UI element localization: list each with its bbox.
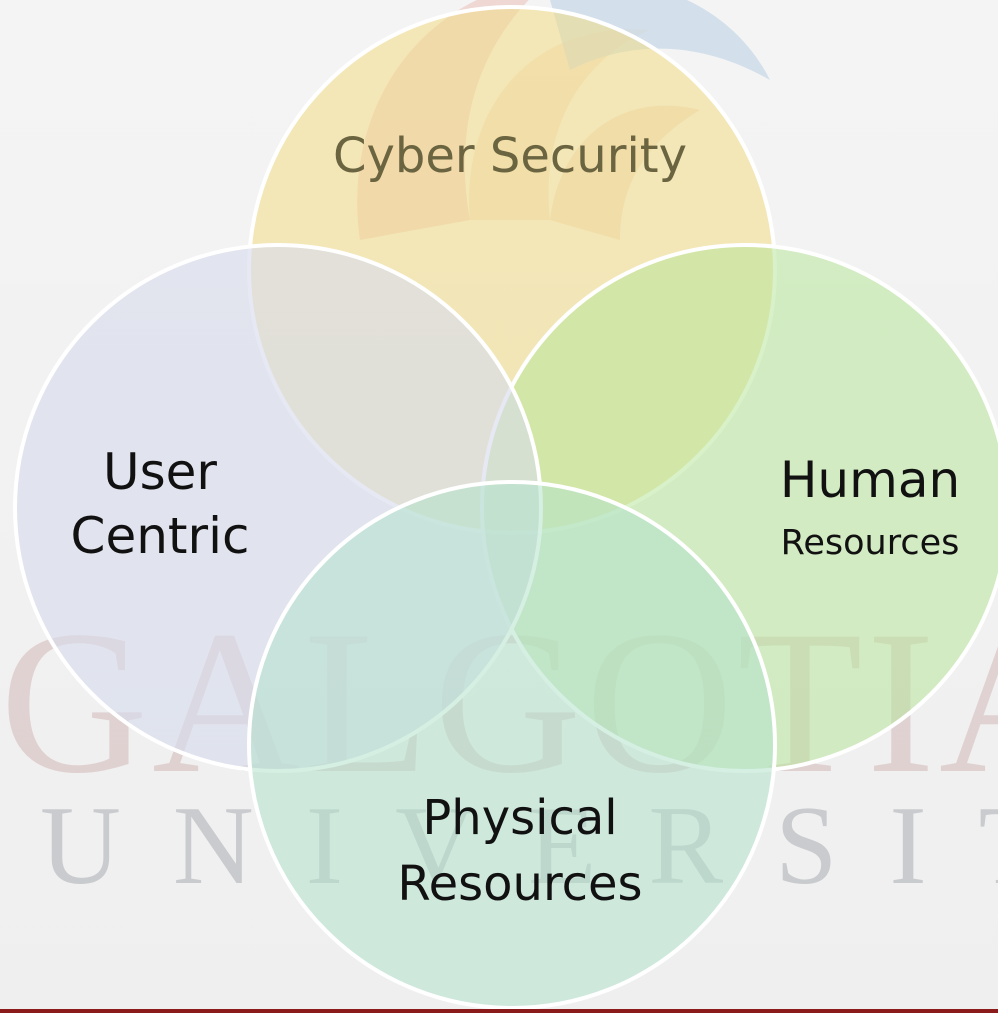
label-physical-line2: Resources xyxy=(397,856,643,912)
bottom-accent-rule xyxy=(0,1009,998,1013)
label-human-resources-sub: Resources xyxy=(780,523,960,563)
label-user-centric: User Centric xyxy=(30,440,290,568)
label-user-centric-line2: Centric xyxy=(70,507,250,565)
label-user-centric-line1: User xyxy=(103,443,217,501)
label-physical-resources: Physical Resources xyxy=(360,785,680,917)
label-physical-line1: Physical xyxy=(422,790,618,846)
circle-physical-resources xyxy=(247,480,777,1010)
label-human: Human xyxy=(779,451,961,509)
label-cyber-security: Cyber Security xyxy=(332,128,688,184)
